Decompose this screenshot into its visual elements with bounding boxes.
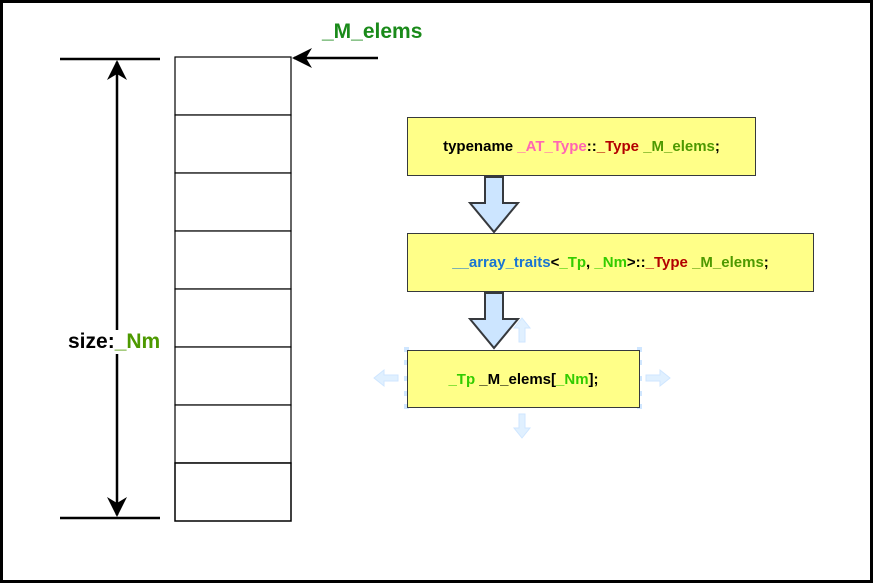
code-token: , bbox=[586, 254, 595, 271]
code-token: _AT_Type bbox=[517, 138, 587, 155]
size-label: size:_Nm bbox=[67, 330, 162, 354]
handle-down-arrow bbox=[512, 413, 532, 439]
code-token: _Nm bbox=[594, 254, 627, 271]
array-cell bbox=[174, 172, 292, 232]
code-token: _Tp bbox=[448, 370, 476, 388]
code-token: ; bbox=[714, 138, 720, 155]
code-token: _Nm bbox=[556, 370, 589, 388]
handle-left-arrow bbox=[373, 368, 399, 388]
array-cells bbox=[174, 56, 292, 522]
code-token: _M_elems[ bbox=[475, 370, 557, 388]
flow-arrow-1 bbox=[467, 176, 521, 234]
array-cell bbox=[174, 404, 292, 464]
array-traits-declaration-box: __array_traits<_Tp, _Nm>::_Type _M_elems… bbox=[407, 233, 814, 292]
code-token: _Type bbox=[596, 138, 640, 155]
array-cell bbox=[174, 462, 292, 522]
array-cell bbox=[174, 288, 292, 348]
code-token: _Type bbox=[645, 254, 688, 271]
m-elems-top-label-text: _M_elems bbox=[322, 20, 423, 43]
code-token: _M_elems bbox=[692, 254, 764, 271]
array-cell bbox=[174, 346, 292, 406]
handle-right-arrow bbox=[645, 368, 671, 388]
code-token: >:: bbox=[626, 254, 646, 271]
code-token: ; bbox=[763, 254, 769, 271]
array-cell bbox=[174, 56, 292, 116]
size-label-value: _Nm bbox=[114, 330, 161, 353]
array-cell bbox=[174, 230, 292, 290]
code-token: _M_elems bbox=[643, 138, 715, 155]
handle-up-arrow bbox=[512, 317, 532, 343]
code-token: typename bbox=[443, 138, 518, 155]
at-type-declaration-box: typename _AT_Type::_Type _M_elems; bbox=[407, 117, 756, 176]
array-cell bbox=[174, 114, 292, 174]
code-token: __array_traits bbox=[452, 254, 551, 271]
code-token: < bbox=[550, 254, 560, 271]
code-token: ]; bbox=[588, 370, 599, 388]
flow-arrow-2 bbox=[467, 292, 521, 350]
code-token: _Tp bbox=[559, 254, 587, 271]
size-label-prefix: size: bbox=[68, 330, 115, 353]
code-token: :: bbox=[586, 138, 597, 155]
selection-handles bbox=[373, 317, 671, 439]
m-elems-top-label: _M_elems bbox=[322, 20, 422, 44]
plain-array-declaration-box: _Tp _M_elems[_Nm]; bbox=[407, 350, 640, 408]
